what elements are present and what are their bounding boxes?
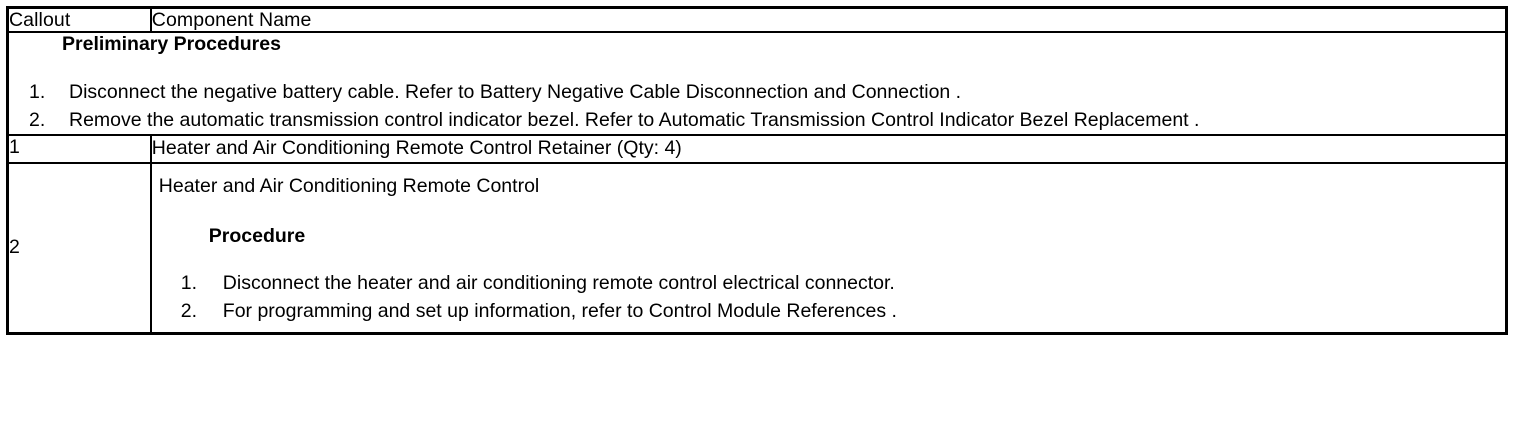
preliminary-procedures-row: Preliminary Procedures 1. Disconnect the… [6,31,1508,137]
list-item-number: 1. [29,80,46,103]
component-name-cell: Heater and Air Conditioning Remote Contr… [149,134,1508,164]
preliminary-procedures-title: Preliminary Procedures [62,33,281,56]
procedure-title: Procedure [208,224,306,247]
spacer [159,199,1497,225]
procedure-steps-list: 1. Disconnect the heater and air conditi… [159,270,1497,325]
component-list-table: Callout Component Name Preliminary Proce… [6,6,1508,335]
table-body: Preliminary Procedures 1. Disconnect the… [6,31,1508,335]
spacer [159,248,1497,270]
list-item: 2. For programming and set up informatio… [169,298,1497,326]
component-name-text: Heater and Air Conditioning Remote Contr… [158,174,540,197]
component-name-cell: Heater and Air Conditioning Remote Contr… [149,161,1508,335]
callout-number: 2 [6,161,152,335]
list-item-number: 2. [29,108,46,131]
column-header-callout: Callout [6,6,152,34]
spacer [9,61,1505,79]
list-item-text: Remove the automatic transmission contro… [69,108,1200,131]
table-row: 2 Heater and Air Conditioning Remote Con… [6,161,1508,335]
list-item-text: For programming and set up information, … [222,299,897,322]
table-header-row: Callout Component Name [6,6,1508,34]
list-item-number: 1. [180,272,198,295]
column-header-component-name: Component Name [149,6,1508,34]
list-item: 1. Disconnect the negative battery cable… [15,79,1505,107]
list-item-text: Disconnect the heater and air conditioni… [222,272,895,295]
list-item-number: 2. [180,299,198,322]
table-header: Callout Component Name [6,6,1508,34]
list-item: 1. Disconnect the heater and air conditi… [169,270,1497,298]
preliminary-steps-list: 1. Disconnect the negative battery cable… [9,79,1505,134]
preliminary-procedures-cell: Preliminary Procedures 1. Disconnect the… [6,31,1508,137]
list-item: 2. Remove the automatic transmission con… [15,107,1505,135]
list-item-text: Disconnect the negative battery cable. R… [69,80,962,103]
callout-number: 1 [6,134,152,164]
table-row: 1 Heater and Air Conditioning Remote Con… [6,134,1508,164]
